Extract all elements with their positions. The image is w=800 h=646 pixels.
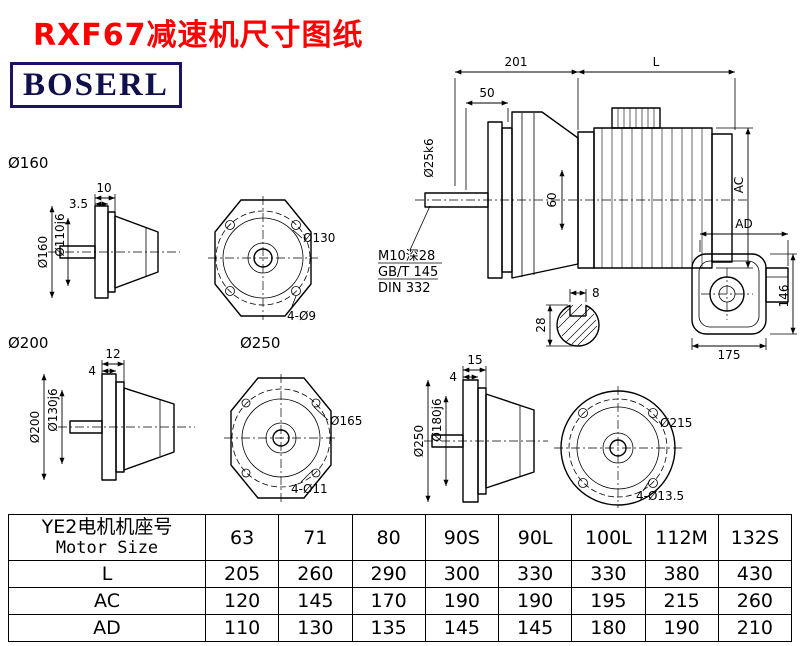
table-cell: 330 (571, 560, 646, 588)
table-cell: 170 (351, 587, 426, 615)
shaft-section-circle (556, 303, 600, 347)
ac-label: AC (732, 177, 746, 193)
row-label-ac: AC (8, 587, 206, 615)
col-header-80: 80 (351, 514, 426, 561)
row-label-l: L (8, 560, 206, 588)
note-din: DIN 332 (378, 281, 431, 296)
f250-spigot-label: Ø180j6 (430, 398, 444, 441)
col-header-112m: 112M (644, 514, 719, 561)
table-row-ad: AD 110 130 135 145 145 180 190 210 (8, 614, 793, 642)
col-header-90s: 90S (424, 514, 500, 561)
page-title: RXF67减速机尺寸图纸 (33, 18, 364, 53)
bore-depth-label: 60 (545, 192, 559, 207)
table-cell: 190 (424, 587, 500, 615)
key-width-label: 8 (592, 286, 600, 300)
table-cell: 380 (644, 560, 719, 588)
row-label-ad: AD (8, 614, 206, 642)
motor-size-header-cn: YE2电机机座号 (41, 515, 173, 538)
motor-size-header: YE2电机机座号 Motor Size (8, 514, 206, 561)
f250-bc-label: Ø215 (660, 416, 692, 430)
table-cell: 260 (717, 587, 793, 615)
table-cell: 180 (571, 614, 646, 642)
f250-holes-label: 4-Ø13.5 (636, 489, 684, 503)
flange160-label: Ø160 (8, 154, 48, 172)
dim-201-label: 201 (505, 55, 528, 69)
table-cell: 120 (204, 587, 280, 615)
note-tap: M10深28 (378, 249, 435, 264)
boserl-logo: BOSERL (10, 62, 182, 108)
main-dimensions: 201 L 50 Ø25k6 60 AC (422, 55, 753, 269)
ad-label: AD (735, 217, 752, 231)
thread-notes: M10深28 GB/T 145 DIN 332 (378, 205, 442, 296)
table-cell: 110 (204, 614, 280, 642)
table-cell: 145 (278, 587, 353, 615)
table-cell: 195 (571, 587, 646, 615)
f160-spigot-label: Ø110j6 (53, 213, 67, 256)
table-row-l: L 205 260 290 300 330 330 380 430 (8, 560, 793, 588)
col-header-100l: 100L (571, 514, 646, 561)
table-cell: 290 (351, 560, 426, 588)
col-header-71: 71 (278, 514, 353, 561)
flange250-label: Ø250 (240, 334, 280, 352)
shaft-dia-label: Ø25k6 (422, 138, 436, 177)
table-cell: 190 (644, 614, 719, 642)
technical-drawing: 201 L 50 Ø25k6 60 AC M10深28 GB/T 145 DIN… (8, 55, 797, 508)
dimension-table: YE2电机机座号 Motor Size 63 71 80 90S 90L 100… (8, 514, 793, 642)
dim-146-label: 146 (777, 285, 791, 308)
table-cell: 215 (644, 587, 719, 615)
motor-size-header-en: Motor Size (55, 537, 159, 558)
table-cell: 300 (424, 560, 500, 588)
motor-fins (601, 108, 703, 268)
dim-50-label: 50 (479, 86, 494, 100)
table-cell: 190 (497, 587, 573, 615)
fan-cover (711, 133, 733, 263)
f200-holes-label: 4-Ø11 (291, 482, 328, 496)
key-height-label: 28 (534, 317, 548, 332)
f200-spigot-label: Ø130j6 (46, 388, 60, 431)
flange200-view: Ø200 12 4 Ø200 Ø130j6 (8, 334, 362, 502)
section-hatch (557, 303, 598, 346)
shaft-key-section: 8 28 (534, 286, 600, 347)
f250-thickness-label: 4 (449, 370, 457, 384)
dim-l-label: L (653, 55, 660, 69)
table-cell: 205 (204, 560, 280, 588)
flange250-view: Ø250 15 4 Ø250 Ø180j6 (240, 334, 692, 508)
flange160-face (214, 199, 312, 317)
f200-offset-label: 12 (105, 347, 120, 361)
f160-thickness-label: 3.5 (69, 197, 88, 211)
f250-od-label: Ø250 (412, 425, 426, 457)
f200-bc-label: Ø165 (330, 414, 362, 428)
table-cell: 145 (424, 614, 500, 642)
note-gbt: GB/T 145 (378, 265, 438, 280)
rear-view: AD 146 175 (691, 217, 797, 362)
rear-terminal-box (765, 267, 789, 303)
col-header-90l: 90L (497, 514, 573, 561)
f160-bc-label: Ø130 (303, 231, 335, 245)
col-header-63: 63 (204, 514, 280, 561)
table-cell: 135 (351, 614, 426, 642)
table-header-row: YE2电机机座号 Motor Size 63 71 80 90S 90L 100… (8, 514, 793, 561)
f160-od-label: Ø160 (36, 236, 50, 268)
table-cell: 210 (717, 614, 793, 642)
flange160-view: Ø160 10 3.5 Ø160 Ø110j6 (8, 154, 335, 323)
table-cell: 330 (497, 560, 573, 588)
table-cell: 430 (717, 560, 793, 588)
col-header-132s: 132S (717, 514, 793, 561)
table-cell: 145 (497, 614, 573, 642)
table-row-ac: AC 120 145 170 190 190 195 215 260 (8, 587, 793, 615)
f160-offset-label: 10 (96, 181, 111, 195)
dim-175-label: 175 (718, 348, 741, 362)
main-assembly-view (415, 107, 748, 279)
f200-thickness-label: 4 (88, 364, 96, 378)
flange200-face (230, 377, 332, 499)
flange200-label: Ø200 (8, 334, 48, 352)
boserl-logo-text: BOSERL (23, 66, 169, 103)
f200-od-label: Ø200 (28, 411, 42, 443)
f160-holes-label: 4-Ø9 (287, 309, 316, 323)
f250-offset-label: 15 (467, 353, 482, 367)
table-cell: 130 (278, 614, 353, 642)
table-cell: 260 (278, 560, 353, 588)
